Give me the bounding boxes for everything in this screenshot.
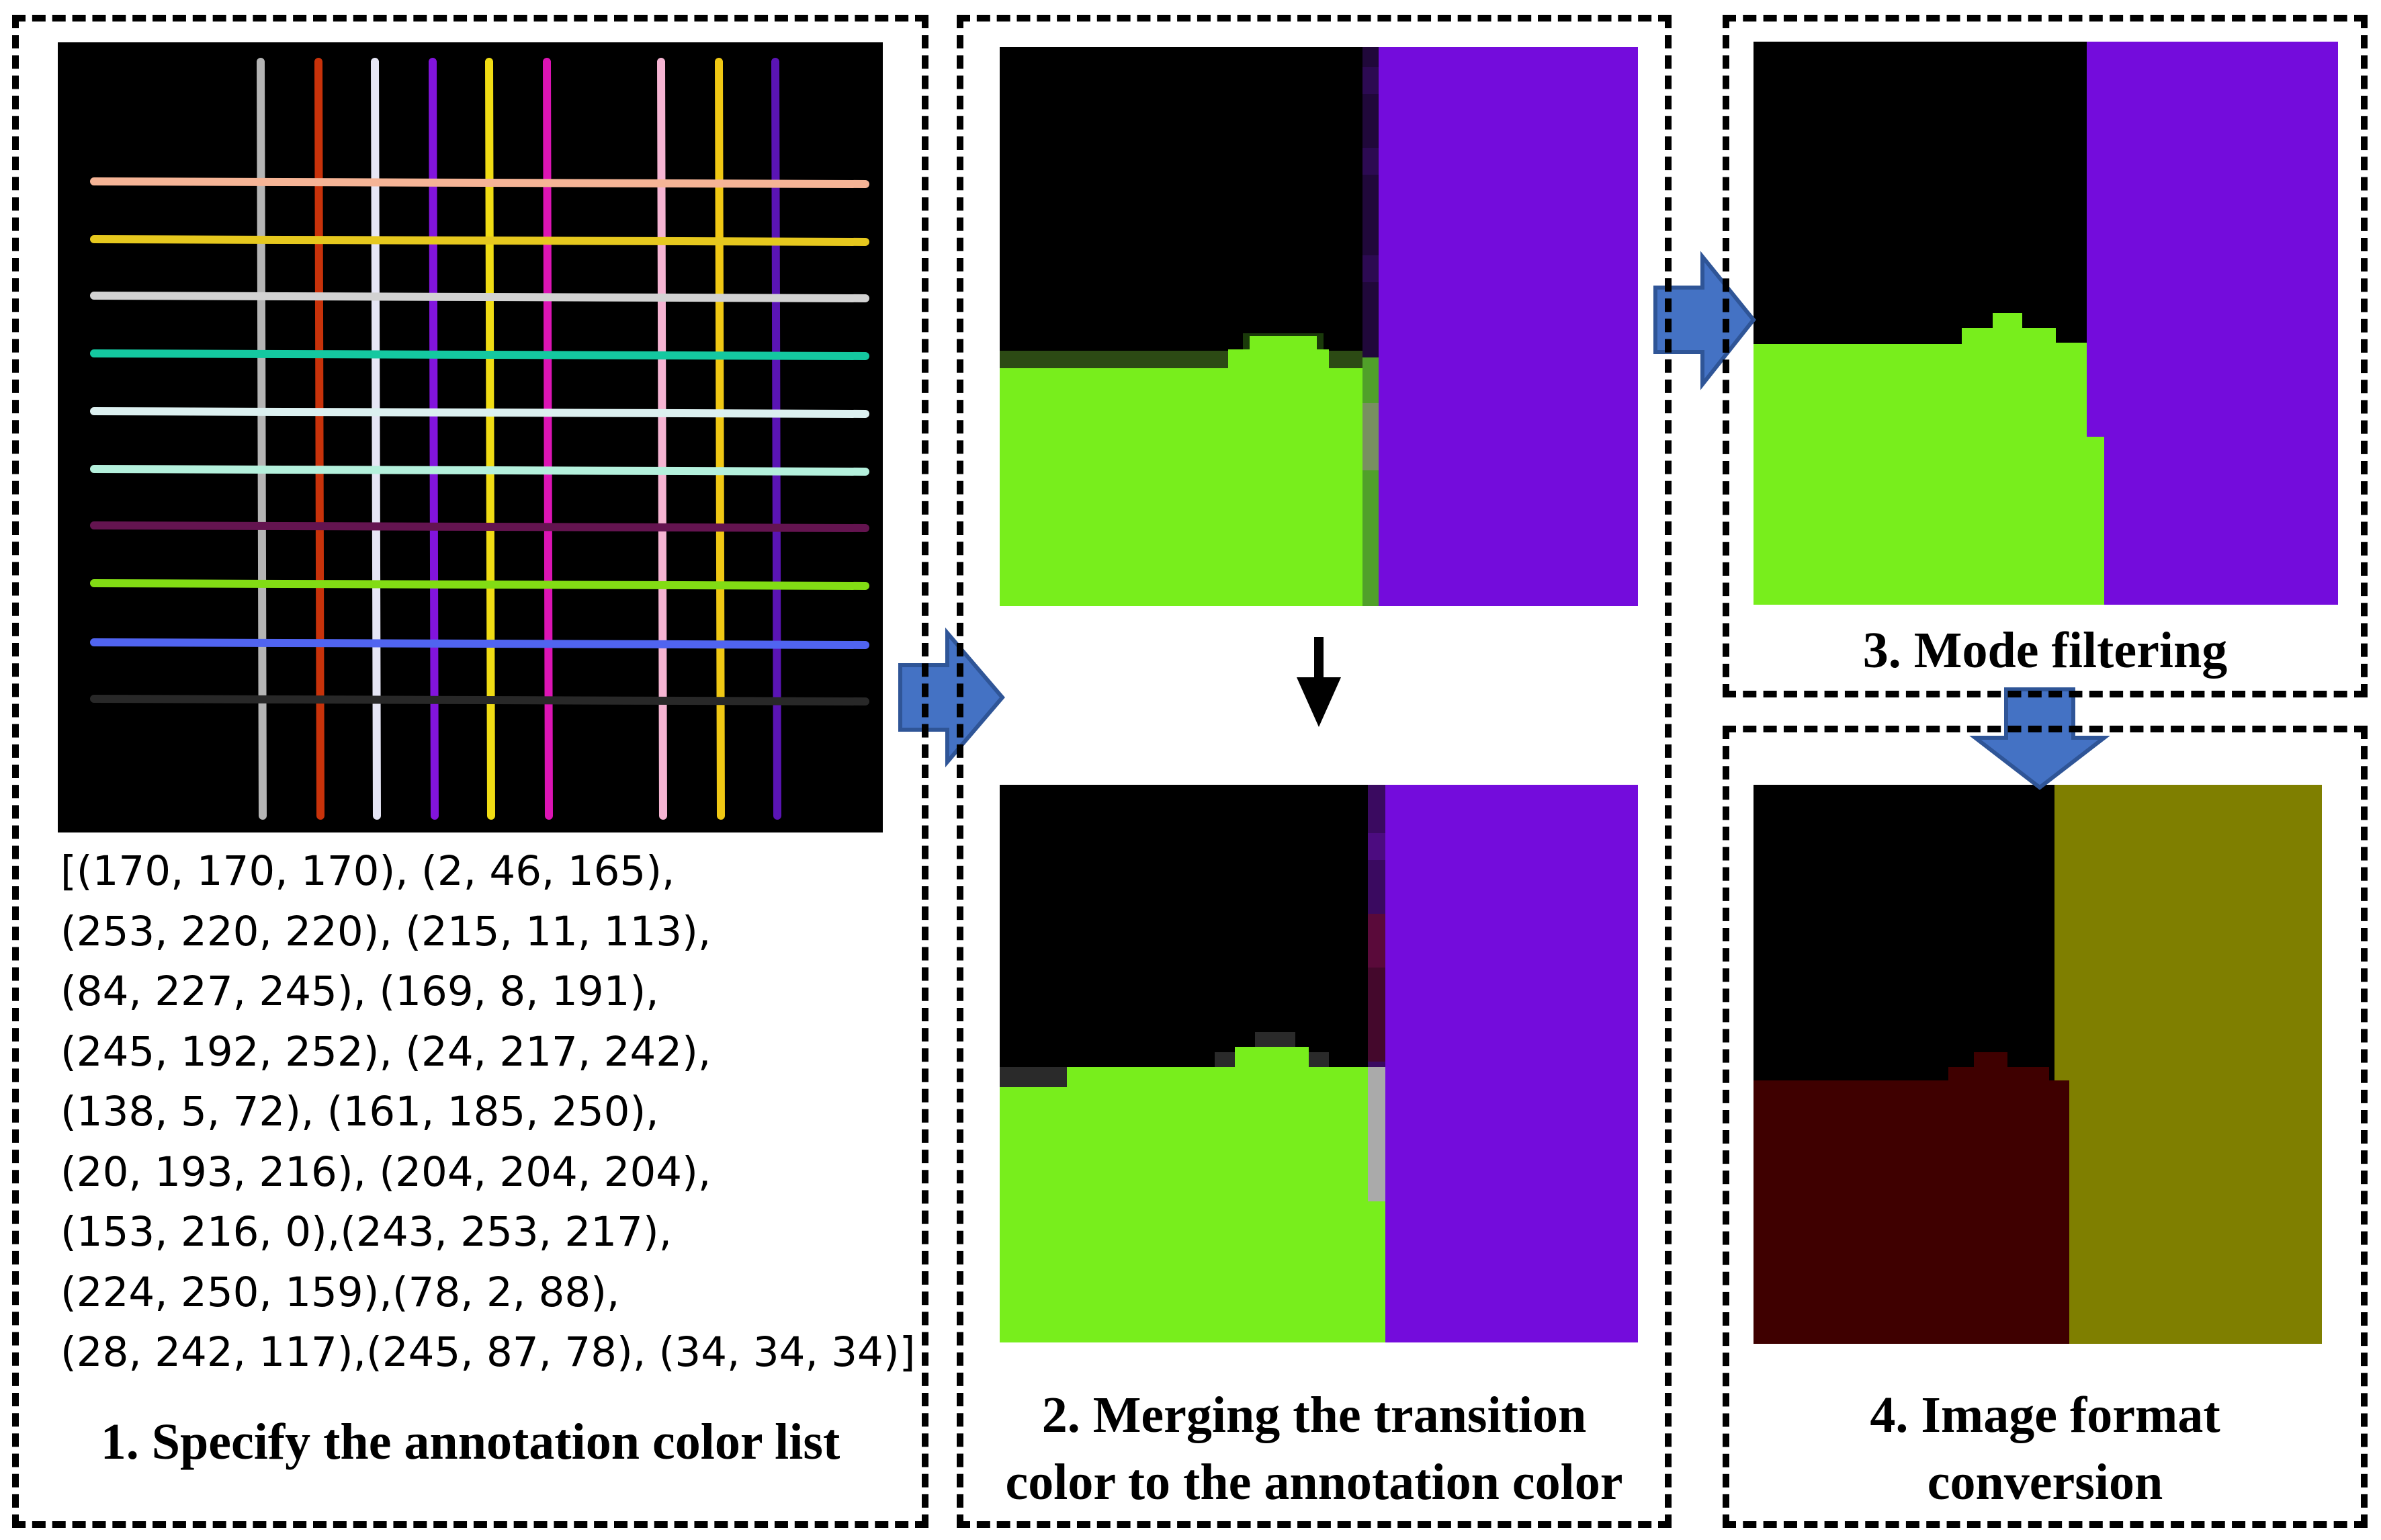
grid-horizontal-line [90, 521, 869, 532]
grid-vertical-line [314, 58, 324, 820]
merged-segmentation-image [1000, 785, 1638, 1342]
down-arrow-icon-blue [1969, 687, 2110, 790]
grid-horizontal-line [90, 177, 869, 188]
caption-step4-line1: 4. Image format [1870, 1387, 2220, 1443]
grid-horizontal-line [90, 638, 869, 649]
converted-image [1754, 785, 2322, 1344]
color-list-line: (253, 220, 220), (215, 11, 113), [60, 907, 711, 955]
grid-vertical-line [371, 58, 381, 820]
color-list-line: [(170, 170, 170), (2, 46, 165), [60, 847, 675, 895]
color-list-line: (245, 192, 252), (24, 217, 242), [60, 1027, 711, 1076]
panel-step4 [1723, 726, 2368, 1528]
color-list-line: (84, 227, 245), (169, 8, 191), [60, 968, 659, 1015]
color-list-line: (138, 5, 72), (161, 185, 250), [60, 1088, 659, 1136]
grid-horizontal-line [90, 349, 869, 360]
panel-step3 [1723, 15, 2368, 697]
grid-vertical-line [657, 58, 667, 820]
grid-horizontal-lines [90, 177, 869, 705]
color-list-line: (20, 193, 216), (204, 204, 204), [60, 1148, 711, 1196]
raw-segmentation-image [1000, 47, 1638, 606]
color-list-line: (224, 250, 159),(78, 2, 88), [60, 1268, 620, 1316]
down-arrow-icon [1297, 637, 1341, 727]
caption-step1: 1. Specify the annotation color list [100, 1414, 840, 1470]
grid-horizontal-line [90, 235, 869, 246]
grid-vertical-line [485, 58, 495, 820]
panel-step2 [957, 15, 1672, 1528]
grid-horizontal-line [90, 465, 869, 476]
grid-vertical-line [429, 58, 439, 820]
caption-step2: 2. Merging the transition color to the a… [963, 1381, 1665, 1516]
annotation-color-list: [(170, 170, 170), (2, 46, 165), (253, 22… [60, 841, 934, 1383]
grid-vertical-line [257, 58, 267, 820]
caption-step2-line1: 2. Merging the transition [1041, 1387, 1587, 1443]
annotation-color-grid [58, 42, 883, 832]
color-list-line: (28, 242, 117),(245, 87, 78), (34, 34, 3… [60, 1328, 916, 1376]
mode-filtered-image [1754, 42, 2338, 605]
caption-step4-line2: conversion [1927, 1454, 2163, 1510]
color-list-line: (153, 216, 0),(243, 253, 217), [60, 1208, 673, 1256]
panel-step1 [12, 15, 928, 1528]
caption-step4: 4. Image format conversion [1729, 1381, 2361, 1516]
grid-horizontal-line [90, 407, 869, 418]
grid-horizontal-line [90, 292, 869, 302]
grid-vertical-line [543, 58, 553, 820]
caption-step2-line2: color to the annotation color [1005, 1454, 1623, 1510]
grid-horizontal-line [90, 695, 869, 705]
grid-horizontal-line [90, 579, 869, 590]
caption-step3: 3. Mode filtering [1862, 622, 2228, 679]
